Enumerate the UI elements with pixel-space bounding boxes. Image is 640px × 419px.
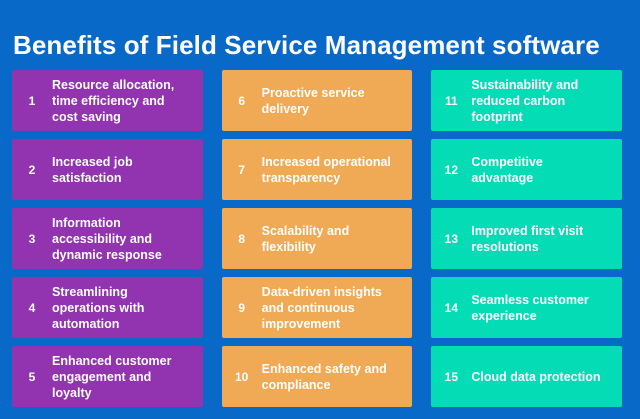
benefit-number: 12 <box>444 162 459 177</box>
benefit-number: 14 <box>444 300 459 315</box>
benefit-card-8: 8 Scalability and flexibility <box>221 208 413 269</box>
benefit-label: Enhanced customer engagement and loyalty <box>52 353 172 400</box>
benefit-card-15: 15 Cloud data protection <box>431 346 623 407</box>
benefit-label: Resource allocation, time efficiency and… <box>52 77 175 124</box>
benefit-card-4: 4 Streamlining operations with automatio… <box>12 277 203 338</box>
benefit-card-10: 10 Enhanced safety and compliance <box>221 346 413 407</box>
benefit-card-14: 14 Seamless customer experience <box>431 277 623 338</box>
benefit-number: 5 <box>28 369 36 384</box>
benefit-number: 11 <box>445 93 458 108</box>
benefit-label: Increased job satisfaction <box>52 154 133 185</box>
benefit-card-11: 11 Sustainability and reduced carbon foo… <box>431 70 623 131</box>
benefit-card-13: 13 Improved first visit resolutions <box>431 208 623 269</box>
benefit-label: Increased operational transparency <box>261 154 391 185</box>
benefit-label: Improved first visit resolutions <box>471 223 584 254</box>
benefit-card-6: 6 Proactive service delivery <box>221 70 413 131</box>
benefit-number: 3 <box>28 231 36 246</box>
benefits-grid: 1 Resource allocation, time efficiency a… <box>12 70 623 407</box>
benefit-label: Scalability and flexibility <box>261 223 350 254</box>
benefit-label: Information accessibility and dynamic re… <box>52 215 162 262</box>
benefit-label: Sustainability and reduced carbon footpr… <box>471 77 579 124</box>
benefit-number: 4 <box>28 300 36 315</box>
benefit-number: 9 <box>238 300 246 315</box>
page-title: Benefits of Field Service Management sof… <box>13 30 600 60</box>
benefit-number: 8 <box>238 231 246 246</box>
benefit-card-3: 3 Information accessibility and dynamic … <box>12 208 203 269</box>
benefit-label: Streamlining operations with automation <box>52 284 145 331</box>
benefit-number: 10 <box>234 369 249 384</box>
benefit-column-purple: 1 Resource allocation, time efficiency a… <box>12 70 203 407</box>
benefit-label: Competitive advantage <box>471 154 543 185</box>
benefit-card-5: 5 Enhanced customer engagement and loyal… <box>12 346 203 407</box>
benefit-card-2: 2 Increased job satisfaction <box>12 139 203 200</box>
benefit-number: 6 <box>238 93 246 108</box>
benefit-card-1: 1 Resource allocation, time efficiency a… <box>12 70 203 131</box>
benefit-column-orange: 6 Proactive service delivery 7 Increased… <box>221 70 413 407</box>
benefit-column-teal: 11 Sustainability and reduced carbon foo… <box>431 70 623 407</box>
benefit-label: Seamless customer experience <box>471 292 589 323</box>
benefit-label: Enhanced safety and compliance <box>261 361 387 392</box>
benefit-number: 13 <box>444 231 459 246</box>
benefit-card-9: 9 Data-driven insights and continuous im… <box>221 277 413 338</box>
benefit-number: 7 <box>238 162 246 177</box>
benefit-label: Proactive service delivery <box>261 85 365 116</box>
benefit-label: Data-driven insights and continuous impr… <box>261 284 382 331</box>
benefit-number: 1 <box>28 93 36 108</box>
benefit-card-7: 7 Increased operational transparency <box>221 139 413 200</box>
benefit-card-12: 12 Competitive advantage <box>431 139 623 200</box>
benefit-number: 2 <box>28 162 36 177</box>
benefit-label: Cloud data protection <box>471 369 601 384</box>
benefit-number: 15 <box>444 369 459 384</box>
